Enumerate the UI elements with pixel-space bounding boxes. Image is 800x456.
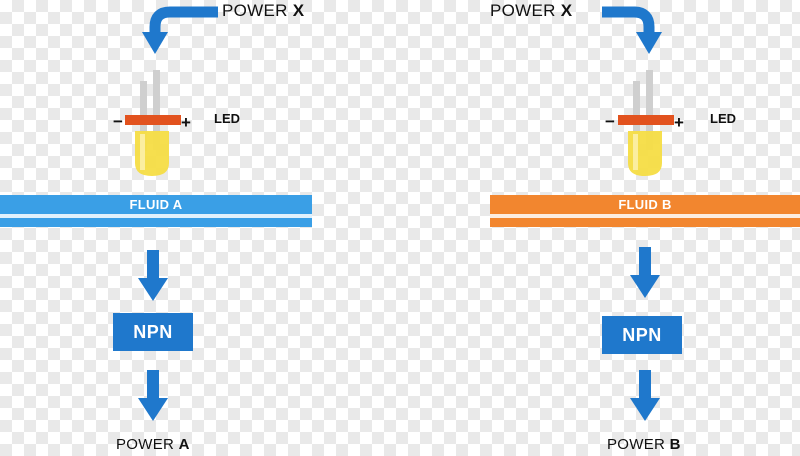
led-minus-sign: − (113, 112, 123, 131)
down-arrow-icon (138, 370, 168, 421)
fluid-label: FLUID B (618, 197, 672, 212)
power-input-suffix: X (560, 1, 573, 20)
power-output-prefix: POWER (607, 436, 666, 453)
right-circuit: POWER X − + LED FLUID B NPN POWER B (400, 0, 800, 456)
fluid-label: FLUID A (129, 197, 183, 212)
led-minus-sign: − (605, 112, 615, 131)
led-label: LED (214, 111, 240, 126)
curved-arrow-icon (142, 6, 218, 54)
led-band (618, 115, 674, 125)
fluid-stripe (0, 214, 312, 218)
power-output-suffix: B (669, 436, 681, 453)
power-input-label: POWER X (222, 1, 304, 21)
power-output-prefix: POWER (116, 436, 175, 453)
fluid-bar: FLUID B (490, 195, 800, 227)
down-arrow-icon (630, 247, 660, 298)
fluid-stripe (490, 214, 800, 218)
led-icon (618, 70, 674, 176)
power-output-label: POWER B (607, 436, 681, 453)
led-plus-sign: + (181, 113, 191, 132)
power-output-suffix: A (178, 436, 190, 453)
led-band (125, 115, 181, 125)
power-input-prefix: POWER (222, 1, 288, 20)
power-input-label: POWER X (490, 1, 572, 21)
down-arrow-icon (630, 370, 660, 421)
npn-transistor-box: NPN (113, 313, 193, 351)
npn-transistor-box: NPN (602, 316, 682, 354)
down-arrow-icon (138, 250, 168, 301)
fluid-bar: FLUID A (0, 195, 312, 227)
led-label: LED (710, 111, 736, 126)
power-input-prefix: POWER (490, 1, 556, 20)
power-output-label: POWER A (116, 436, 190, 453)
left-circuit: POWER X − + LED FLUID A NPN POWER A (0, 1, 312, 453)
power-input-suffix: X (292, 1, 305, 20)
curved-arrow-icon (602, 6, 662, 54)
led-plus-sign: + (674, 113, 684, 132)
led-icon (125, 70, 181, 176)
